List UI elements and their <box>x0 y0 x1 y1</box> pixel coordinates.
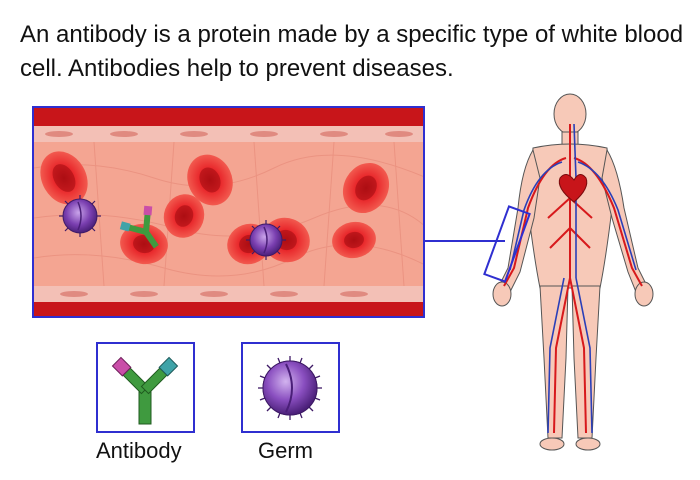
antibody-in-vessel <box>119 205 159 249</box>
callout-connector-line <box>425 240 505 242</box>
heart-icon <box>558 174 588 203</box>
blood-vessel-panel <box>32 106 425 318</box>
antibody-icon <box>111 356 179 425</box>
germ-label: Germ <box>258 438 313 463</box>
antibody-label: Antibody <box>96 438 182 463</box>
antibody-legend-box <box>96 342 195 433</box>
germ-in-vessel <box>59 195 101 237</box>
germ-legend-box <box>241 342 340 433</box>
germ-icon <box>258 356 322 420</box>
germ-in-vessel <box>246 220 286 260</box>
blood-vessel-illustration <box>34 108 423 316</box>
human-body-illustration <box>478 88 690 468</box>
caption-text: An antibody is a protein made by a speci… <box>20 21 684 82</box>
circulatory-system-figure <box>483 93 654 451</box>
